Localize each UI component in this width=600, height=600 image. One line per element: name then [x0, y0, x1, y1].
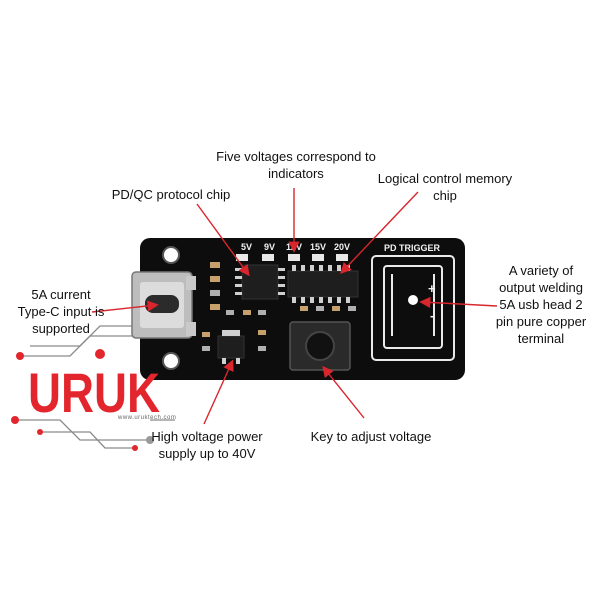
label-five-voltages: Five voltages correspond to indicators — [216, 149, 376, 181]
label-protocol-chip: PD/QC protocol chip — [111, 187, 231, 202]
pcb-board — [131, 238, 465, 380]
silk-pd-trigger: PD TRIGGER — [384, 243, 441, 253]
terminal-hole — [408, 295, 418, 305]
logic-control-chip — [287, 265, 359, 311]
label-key: Key to adjust voltage — [310, 429, 432, 444]
silk-15v: 15V — [310, 242, 326, 252]
arrow-high-voltage — [203, 359, 234, 425]
usb-c-connector — [131, 271, 196, 339]
label-logic-chip: Logical control memory chip — [377, 171, 513, 203]
silk-5v: 5V — [241, 242, 252, 252]
silk-20v: 20V — [334, 242, 350, 252]
arrow-terminal — [419, 296, 498, 309]
regulator-chip — [217, 330, 245, 364]
label-high-voltage: High voltage power supply up to 40V — [151, 429, 263, 461]
silk-9v: 9V — [264, 242, 275, 252]
output-terminal-pad — [371, 255, 455, 361]
callout-arrows — [91, 188, 498, 425]
arrow-logic-chip — [340, 191, 419, 275]
passive-components — [202, 262, 266, 351]
silk-minus: - — [430, 308, 434, 323]
uruk-logo: URUK — [28, 361, 160, 424]
arrow-current-input — [91, 300, 159, 313]
logo-url: www.uruktech.com — [118, 415, 177, 421]
indicator-leds — [236, 254, 348, 261]
label-current-input: 5A current Type-C input is supported — [17, 287, 105, 336]
push-button — [289, 321, 351, 371]
protocol-chip — [235, 264, 285, 300]
arrow-protocol-chip — [196, 203, 250, 277]
silk-plus: + — [428, 281, 436, 296]
label-terminal: A variety of output welding 5A usb head … — [495, 263, 587, 346]
arrow-key — [322, 365, 365, 419]
logo-circuit-decoration — [15, 325, 175, 449]
